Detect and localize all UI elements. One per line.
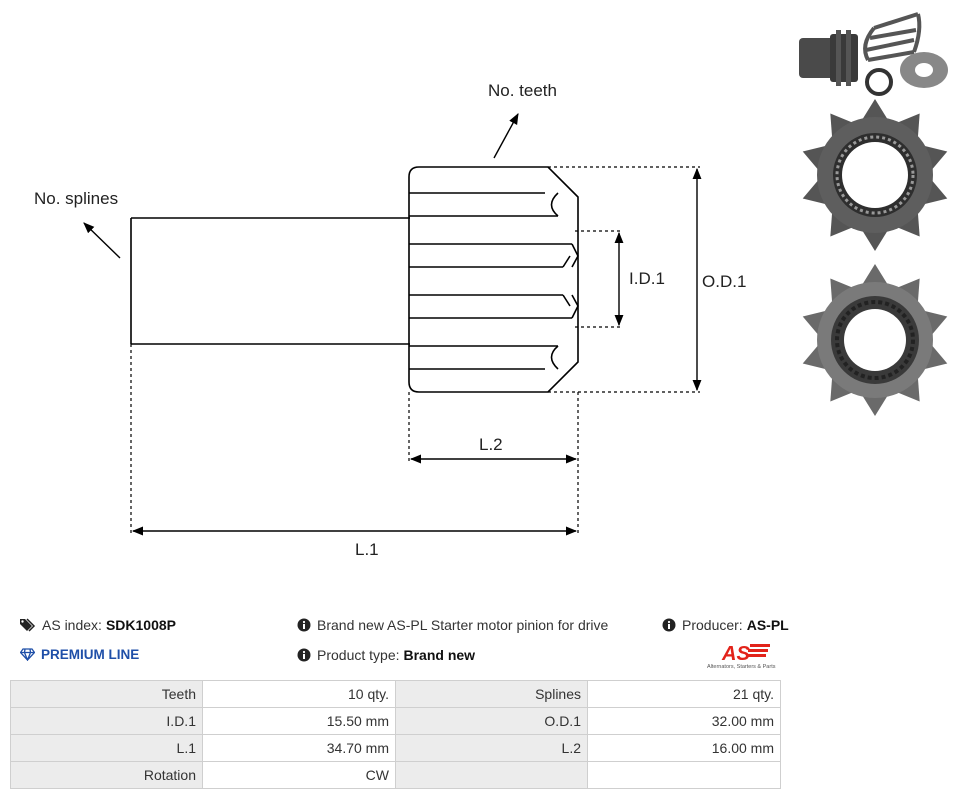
as-index-value: SDK1008P [105, 617, 176, 633]
as-index-label: AS index: [42, 617, 102, 633]
info-circle-icon [297, 618, 311, 632]
label-l1: L.1 [355, 540, 379, 559]
table-row: Teeth 10 qty. Splines 21 qty. [10, 680, 781, 708]
premium-label: PREMIUM LINE [41, 647, 140, 662]
pinion-back-photo [802, 264, 948, 416]
producer-value: AS-PL [746, 617, 789, 633]
spec-value: 32.00 mm [587, 707, 781, 735]
spec-value [587, 761, 781, 789]
spec-label [395, 761, 588, 789]
pinion-gear-body [408, 166, 579, 393]
product-type: Product type: Brand new [297, 647, 475, 663]
spec-label: Rotation [10, 761, 203, 789]
spec-value: 21 qty. [587, 680, 781, 708]
label-no-teeth: No. teeth [488, 81, 557, 100]
spec-value: 34.70 mm [202, 734, 396, 762]
description-text: Brand new AS-PL Starter motor pinion for… [317, 617, 609, 633]
spec-value: CW [202, 761, 396, 789]
spec-label: L.1 [10, 734, 203, 762]
pinion-front-photo [802, 99, 948, 251]
svg-text:AS: AS [721, 643, 750, 665]
info-circle-icon [662, 618, 676, 632]
premium-line: PREMIUM LINE [20, 647, 139, 662]
pinion-shaft [130, 217, 410, 345]
spec-label: O.D.1 [395, 707, 588, 735]
svg-text:Alternators, Starters & Parts: Alternators, Starters & Parts [707, 664, 776, 670]
product-type-value: Brand new [403, 647, 476, 663]
as-pl-logo: AS Alternators, Starters & Parts [700, 640, 782, 670]
producer-label: Producer: [682, 617, 743, 633]
as-index: AS index: SDK1008P [20, 617, 176, 633]
spec-label: I.D.1 [10, 707, 203, 735]
label-id1: I.D.1 [629, 269, 665, 288]
description: Brand new AS-PL Starter motor pinion for… [297, 617, 608, 633]
label-no-splines: No. splines [34, 189, 118, 208]
table-row: L.1 34.70 mm L.2 16.00 mm [10, 734, 781, 762]
table-row: Rotation CW [10, 761, 781, 789]
product-type-label: Product type: [317, 647, 400, 663]
spec-value: 15.50 mm [202, 707, 396, 735]
label-od1: O.D.1 [702, 272, 746, 291]
splines-pointer [83, 222, 121, 259]
diamond-icon [20, 648, 35, 661]
spec-value: 16.00 mm [587, 734, 781, 762]
spec-label: Splines [395, 680, 588, 708]
extension-lines [130, 166, 700, 536]
info-circle-icon [297, 648, 311, 662]
spec-label: Teeth [10, 680, 203, 708]
technical-drawing: No. teeth No. splines I.D.1 O.D.1 L.2 L.… [34, 12, 948, 559]
dimension-lines [83, 113, 702, 536]
spec-value: 10 qty. [202, 680, 396, 708]
producer: Producer: AS-PL [662, 617, 789, 633]
spec-label: L.2 [395, 734, 588, 762]
specs-table: Teeth 10 qty. Splines 21 qty. I.D.1 15.5… [10, 680, 781, 789]
table-row: I.D.1 15.50 mm O.D.1 32.00 mm [10, 707, 781, 735]
pinion-kit-photo [799, 12, 948, 96]
label-l2: L.2 [479, 435, 503, 454]
tags-icon [20, 618, 36, 632]
teeth-pointer [493, 113, 519, 159]
